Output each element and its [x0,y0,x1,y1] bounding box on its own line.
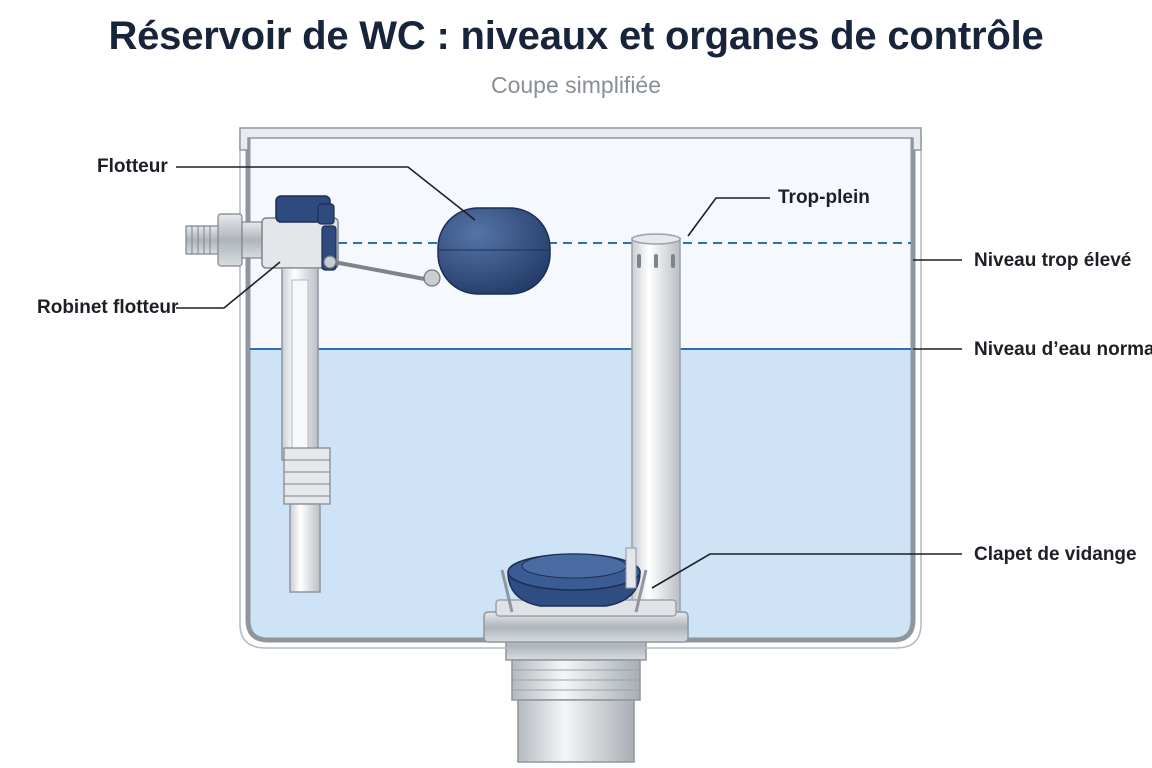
label-overflow: Trop-plein [778,187,870,208]
leader-float [176,166,476,221]
tank-outer-wall [239,132,922,649]
inlet-fitting [185,213,265,267]
overflow-tube [631,233,681,627]
float-valve [261,195,339,593]
label-float: Flotteur [97,156,168,177]
leader-flush-valve [651,553,962,589]
label-float-valve: Robinet flotteur [37,297,179,318]
flush-valve [483,547,689,643]
tank-rim [239,127,922,151]
leader-overflow [687,197,770,237]
label-normal-level: Niveau d’eau normal [974,339,1152,360]
label-flush-valve: Clapet de vidange [974,544,1137,565]
leader-lines [176,166,962,589]
leader-float-valve [176,261,281,309]
diagram-title: Réservoir de WC : niveaux et organes de … [108,14,1044,58]
diagram-subtitle: Coupe simplifiée [490,72,662,98]
water-body [248,349,913,640]
label-high-level: Niveau trop élevé [974,250,1132,271]
drain-outlet [505,629,647,763]
float-arm [323,255,441,287]
float-ball [437,207,551,295]
